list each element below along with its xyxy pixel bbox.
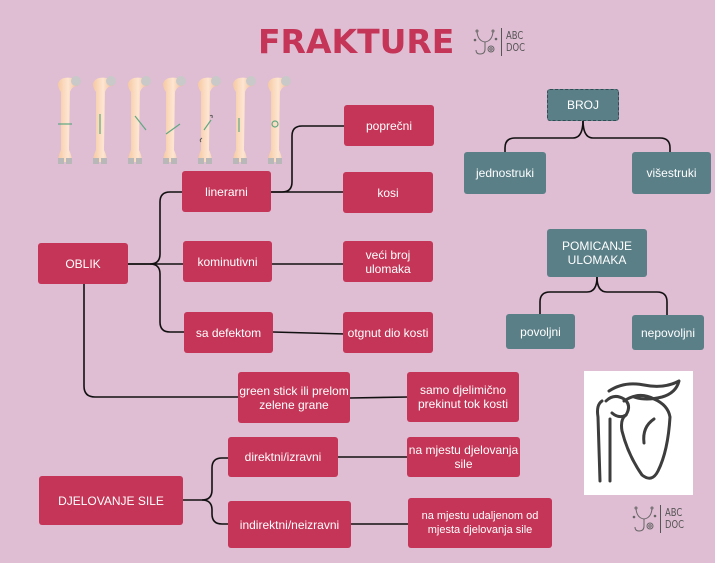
line-broj-jednostruki (504, 119, 584, 153)
line-oblik-greenstick (83, 283, 238, 398)
logo-text-doc: DOC (506, 41, 525, 54)
node-kominutivni[interactable]: kominutivni (183, 241, 272, 282)
node-nepovoljni[interactable]: nepovoljni (632, 315, 704, 350)
node-kosi[interactable]: kosi (343, 172, 433, 213)
line-broj-visestruki (582, 119, 671, 153)
shoulder-joint-icon (596, 379, 681, 483)
node-oblik[interactable]: OBLIK (38, 243, 128, 284)
femur-fracture-illustration (58, 76, 291, 164)
line-sadefektom-otgnut (272, 331, 346, 335)
logo-divider (501, 28, 502, 56)
line-greenstick-samo (349, 396, 409, 399)
node-na-mjestu-djelovanja[interactable]: na mjestu djelovanja sile (407, 437, 520, 477)
node-pomicanje-ulomaka[interactable]: POMICANJE ULOMAKA (547, 229, 647, 277)
node-poprecni[interactable]: poprečni (344, 105, 434, 146)
femur-bone (58, 76, 81, 164)
node-samo-djelimicno[interactable]: samo djelimično prekinut tok kosti (407, 372, 519, 422)
node-jednostruki[interactable]: jednostruki (464, 152, 546, 194)
node-sa-defektom[interactable]: sa defektom (184, 312, 273, 353)
line-sila-indirektni (201, 499, 229, 525)
node-na-mjestu-udaljenom[interactable]: na mjestu udaljenom od mjesta djelovanja… (408, 498, 552, 548)
shoulder-illustration (584, 371, 693, 495)
line-pomicanje-povoljni (539, 276, 598, 315)
node-broj[interactable]: BROJ (547, 89, 619, 121)
node-povoljni[interactable]: povoljni (506, 314, 575, 349)
node-visestruki[interactable]: višestruki (632, 152, 711, 194)
node-djelovanje-sile[interactable]: DJELOVANJE SILE (39, 476, 183, 525)
node-otgnut-dio-kosti[interactable]: otgnut dio kosti (343, 312, 433, 353)
abcdoc-logo-bottom: ABC DOC (631, 504, 687, 534)
logo-text-abc: ABC (506, 29, 524, 42)
abcdoc-logo: ABC DOC (472, 27, 528, 57)
line-oblik-sadefektom (149, 263, 184, 333)
logo-divider (660, 505, 661, 533)
stethoscope-icon (473, 29, 498, 55)
logo-text-doc: DOC (665, 518, 684, 531)
node-linerarni[interactable]: linerarni (182, 171, 271, 212)
page-title: FRAKTURE (258, 22, 455, 61)
node-direktni-izravni[interactable]: direktni/izravni (228, 437, 338, 477)
node-indirektni-neizravni[interactable]: indirektni/neizravni (228, 501, 351, 548)
line-pomicanje-nepovoljni (596, 276, 668, 316)
line-sila-direktni (183, 457, 229, 501)
node-green-stick[interactable]: green stick ili prelom zelene grane (238, 372, 350, 423)
logo-text-abc: ABC (665, 506, 683, 519)
node-veci-broj-ulomaka[interactable]: veći broj ulomaka (343, 241, 433, 282)
line-oblik-linerarni (128, 191, 183, 265)
stethoscope-icon (632, 506, 657, 532)
